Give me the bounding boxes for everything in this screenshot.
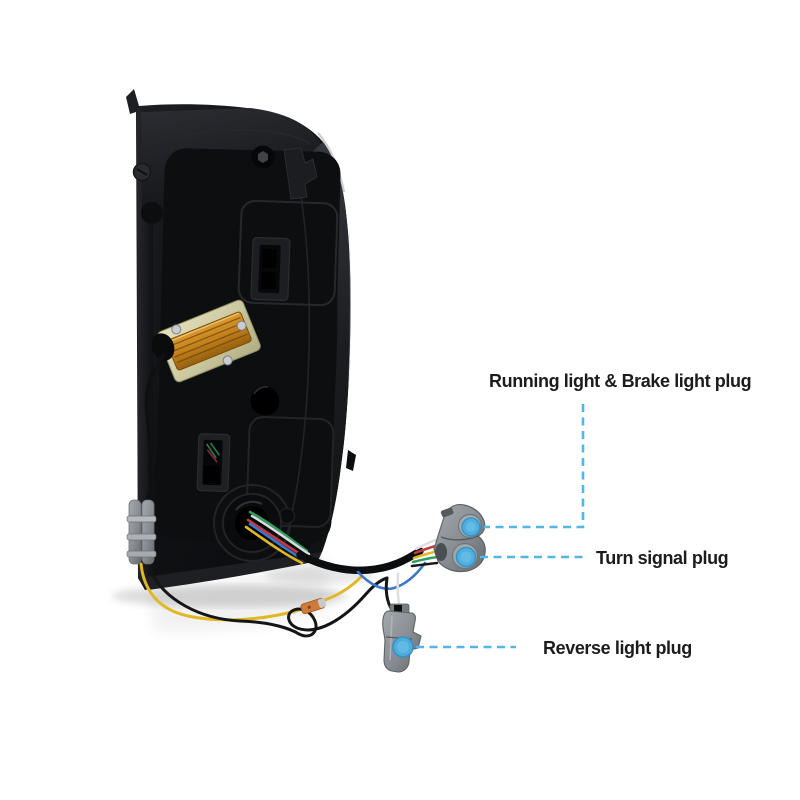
middle-hole xyxy=(250,386,280,416)
resistor-screws xyxy=(171,320,247,366)
marker-dot-running-brake xyxy=(461,517,481,537)
wire-crimp-splice xyxy=(300,597,327,615)
label-running-brake-light-plug: Running light & Brake light plug xyxy=(489,371,752,391)
marker-dot-reverse xyxy=(392,636,414,658)
screw-top-left xyxy=(132,162,152,182)
marker-dot-turn-signal xyxy=(455,546,477,568)
upper-socket xyxy=(250,236,291,302)
label-reverse-light-plug: Reverse light plug xyxy=(543,638,692,658)
left-bullet-connector xyxy=(126,354,165,565)
resistor-grommet xyxy=(151,333,175,361)
bolt-top-right xyxy=(251,145,275,169)
harness-wires xyxy=(139,510,441,638)
hole-left xyxy=(141,202,163,224)
callout-line-running-brake xyxy=(484,404,585,529)
lower-socket xyxy=(196,433,231,492)
label-turn-signal-plug: Turn signal plug xyxy=(596,548,729,568)
load-resistor xyxy=(157,299,261,383)
